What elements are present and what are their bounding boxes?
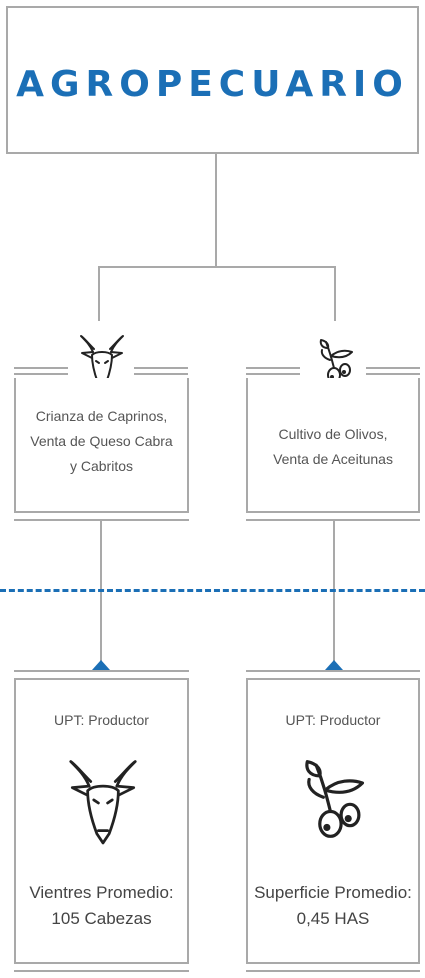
- right-upt-card: UPT: Productor Superficie Promedio: 0,45…: [246, 678, 420, 964]
- right-icon-rule-l1: [246, 367, 300, 369]
- left-activity-box: Crianza de Caprinos, Venta de Queso Cabr…: [14, 378, 189, 513]
- right-activity-line-2: Venta de Aceitunas: [273, 451, 393, 467]
- goat-large-icon: [69, 760, 137, 845]
- connector-right: [334, 266, 336, 321]
- left-card-bottom-rule: [14, 970, 189, 972]
- left-activity-underline: [14, 519, 189, 521]
- right-stat: Superficie Promedio: 0,45 HAS: [248, 880, 418, 932]
- connector-trunk: [215, 154, 217, 267]
- right-activity-text: Cultivo de Olivos, Venta de Aceitunas: [248, 422, 418, 472]
- left-icon-rule-r2: [134, 373, 188, 375]
- left-icon-rule-r1: [134, 367, 188, 369]
- left-stat: Vientres Promedio: 105 Cabezas: [16, 880, 187, 932]
- right-activity-underline: [246, 519, 420, 521]
- connector-left: [98, 266, 100, 321]
- right-activity-line-1: Cultivo de Olivos,: [278, 426, 388, 442]
- right-icon-rule-r1: [366, 367, 420, 369]
- left-upt-card: UPT: Productor Vientres Promedio: 105 Ca…: [14, 678, 189, 964]
- left-icon-rule-l2: [14, 373, 68, 375]
- left-activity-line-2: Venta de Queso Cabra: [30, 433, 173, 449]
- left-icon-rule-l1: [14, 367, 68, 369]
- right-upt-label: UPT: Productor: [285, 712, 381, 728]
- diagram-title: AGROPECUARIO: [16, 64, 409, 105]
- left-activity-line-3: y Cabritos: [69, 458, 134, 474]
- left-stat-value: 105 Cabezas: [51, 909, 152, 928]
- right-down-connector: [333, 521, 335, 663]
- dashed-divider: [0, 589, 425, 592]
- right-icon-rule-r2: [366, 373, 420, 375]
- left-activity-text: Crianza de Caprinos, Venta de Queso Cabr…: [16, 404, 187, 479]
- right-icon-rule-l2: [246, 373, 300, 375]
- left-upt-label: UPT: Productor: [54, 712, 149, 728]
- right-stat-label: Superficie Promedio:: [254, 883, 412, 902]
- connector-bar: [98, 266, 336, 268]
- goat-icon: [80, 335, 124, 390]
- title-box: AGROPECUARIO: [6, 6, 419, 154]
- right-stat-value: 0,45 HAS: [296, 909, 370, 928]
- right-card-bottom-rule: [246, 970, 420, 972]
- left-activity-line-1: Crianza de Caprinos,: [35, 408, 168, 424]
- left-down-connector: [100, 521, 102, 663]
- right-arrow-marker: [325, 660, 343, 670]
- left-stat-label: Vientres Promedio:: [29, 883, 174, 902]
- left-card-top-rule: [14, 670, 189, 672]
- right-activity-box: Cultivo de Olivos, Venta de Aceitunas: [246, 378, 420, 513]
- left-arrow-marker: [92, 660, 110, 670]
- right-card-top-rule: [246, 670, 420, 672]
- olive-large-icon: [305, 760, 365, 838]
